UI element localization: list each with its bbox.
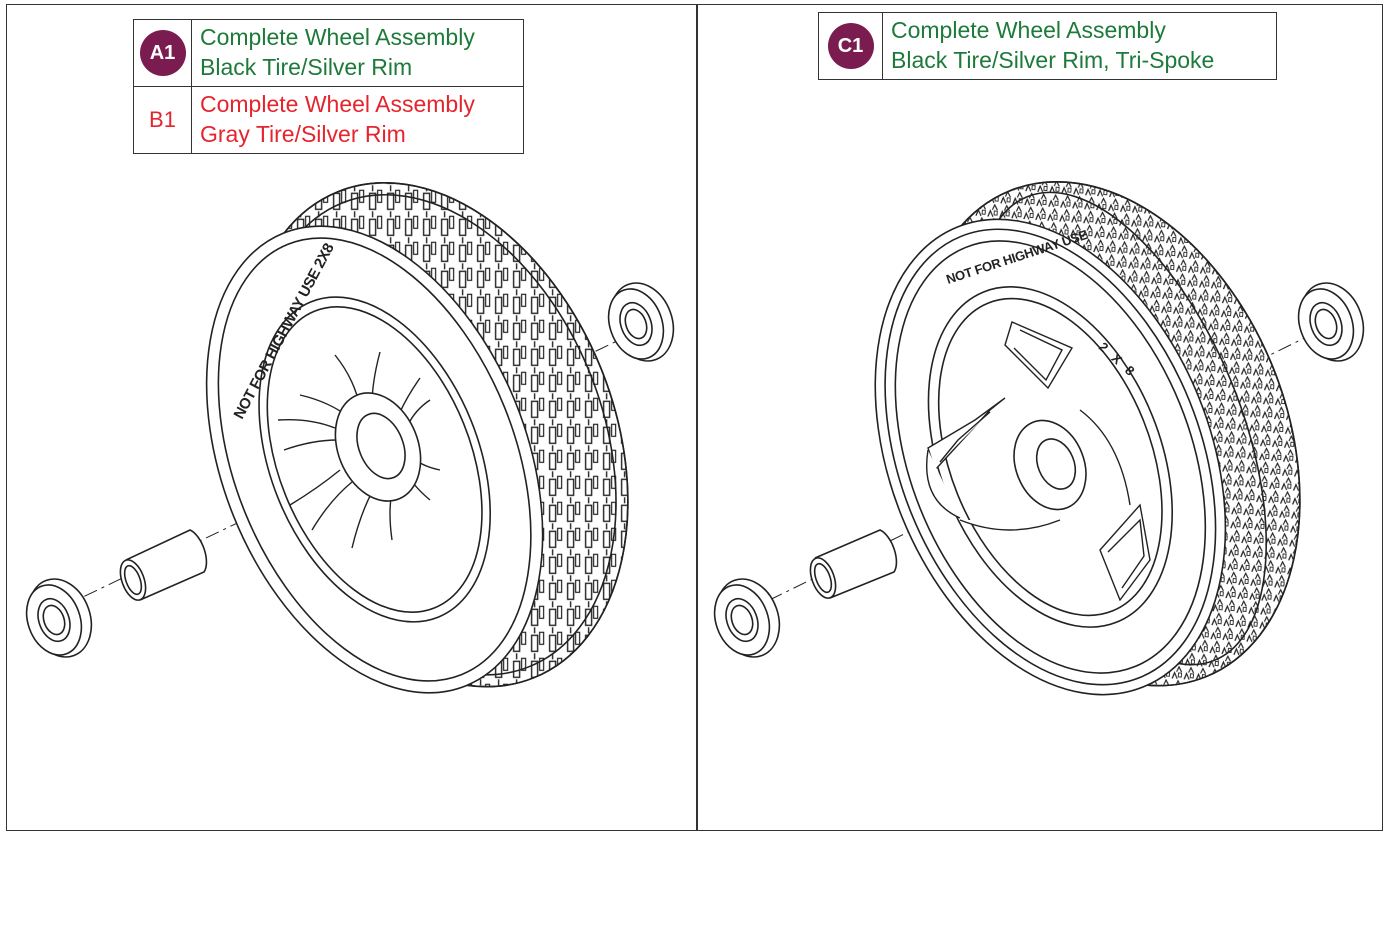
rim-outer [258,296,491,623]
wheel-assembly-right: NOT FOR HIGHWAY USE 2 X 8 [713,181,1365,696]
callout-title: Complete Wheel Assembly [200,91,475,117]
callout-description: Complete Wheel Assembly Gray Tire/Silver… [191,86,524,154]
callout-subtitle: Black Tire/Silver Rim [200,54,413,80]
callout-code-cell: C1 [818,12,883,80]
callout-subtitle: Gray Tire/Silver Rim [200,121,406,147]
diagram-frame [6,4,1383,831]
bearing-right-inner [1297,282,1365,362]
callout-table-right: C1 Complete Wheel Assembly Black Tire/Si… [818,12,1277,80]
bearing-right-outer [713,578,781,658]
part-code-b1: B1 [149,107,176,132]
callout-row-c1: C1 Complete Wheel Assembly Black Tire/Si… [818,12,1277,80]
part-badge-a1: A1 [139,30,186,76]
callout-title: Complete Wheel Assembly [891,17,1166,43]
callout-table-left: A1 Complete Wheel Assembly Black Tire/Si… [133,19,524,154]
hub-bore [356,412,406,480]
callout-title: Complete Wheel Assembly [200,24,475,50]
callout-row-a1: A1 Complete Wheel Assembly Black Tire/Si… [133,19,524,87]
callout-subtitle: Black Tire/Silver Rim, Tri-Spoke [891,47,1215,73]
hub-bore [1035,438,1077,490]
part-badge-c1: C1 [827,23,874,69]
bearing-left-outer [25,578,93,658]
rim-tri-spoke-cutouts [926,321,1151,602]
wheel-assembly-left: NOT FOR HIGHWAY USE 2X8 [25,182,675,694]
callout-description: Complete Wheel Assembly Black Tire/Silve… [882,12,1277,80]
axle-spacer [119,529,208,601]
callout-description: Complete Wheel Assembly Black Tire/Silve… [191,19,524,87]
panel-divider [696,4,698,831]
axle-spacer [809,529,898,599]
bearing-left-inner [607,282,675,362]
callout-row-b1: B1 Complete Wheel Assembly Gray Tire/Sil… [133,86,524,154]
